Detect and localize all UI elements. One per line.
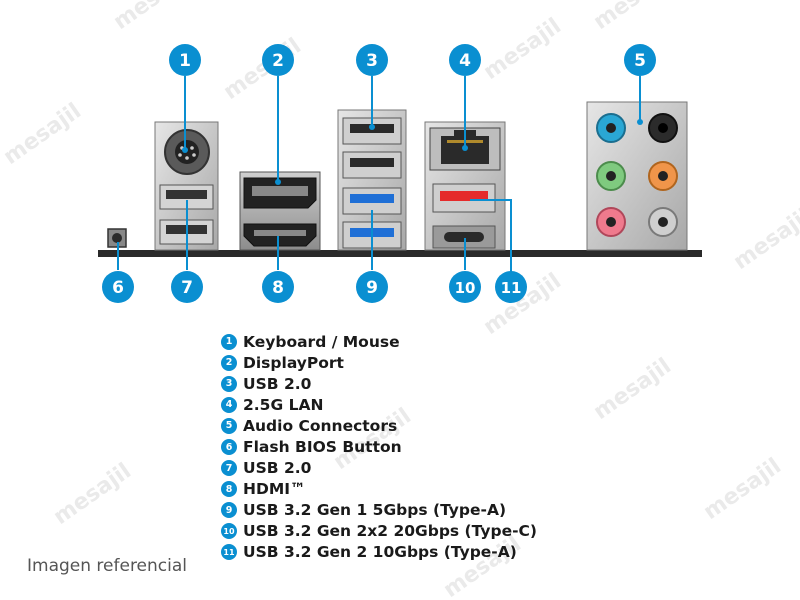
legend-item: 10 USB 3.2 Gen 2x2 20Gbps (Type-C) <box>221 521 537 542</box>
callout-badge-5: 5 <box>624 44 656 76</box>
callout-badge-circle <box>169 44 201 76</box>
callout-badge-circle <box>356 271 388 303</box>
callout-badge-11: 11 <box>495 271 527 303</box>
legend-label: USB 2.0 <box>243 374 312 393</box>
legend-item: 6 Flash BIOS Button <box>221 436 537 457</box>
callout-badge-8: 8 <box>262 271 294 303</box>
legend-item: 8 HDMI™ <box>221 479 537 500</box>
legend-item: 9 USB 3.2 Gen 1 5Gbps (Type-A) <box>221 500 537 521</box>
callout-badge-number: 1 <box>179 51 191 71</box>
legend-number-badge: 7 <box>221 460 237 477</box>
legend-label: USB 3.2 Gen 2x2 20Gbps (Type-C) <box>243 522 537 541</box>
callout-badges: 1 2 3 4 5 6 7 8 9 10 11 <box>102 44 656 303</box>
watermark-text: mesajil <box>729 204 800 275</box>
callout-badge-4: 4 <box>449 44 481 76</box>
callout-badge-number: 9 <box>366 278 378 298</box>
legend-item: 2 DisplayPort <box>221 352 537 373</box>
watermark-text: mesajil <box>219 34 306 105</box>
legend-number-badge: 2 <box>221 354 237 371</box>
callout-badge-number: 3 <box>366 51 378 71</box>
callout-badge-number: 11 <box>501 279 522 297</box>
callout-badge-2: 2 <box>262 44 294 76</box>
legend-label: HDMI™ <box>243 480 306 499</box>
callout-badge-circle <box>262 271 294 303</box>
legend-number-badge: 6 <box>221 439 237 456</box>
legend-item: 7 USB 2.0 <box>221 458 537 479</box>
callout-badge-number: 10 <box>455 279 476 297</box>
legend-number-badge: 8 <box>221 481 237 498</box>
legend-item: 1 Keyboard / Mouse <box>221 331 537 352</box>
watermark-text: mesajil <box>589 354 676 425</box>
legend-number-badge: 3 <box>221 375 237 392</box>
legend-label: 2.5G LAN <box>243 395 324 414</box>
callout-badge-7: 7 <box>171 271 203 303</box>
watermark-text: mesajil <box>109 0 196 35</box>
leader-lines <box>117 76 641 272</box>
legend-label: Audio Connectors <box>243 416 398 435</box>
watermark-text: mesajil <box>479 14 566 85</box>
legend-item: 5 Audio Connectors <box>221 415 537 436</box>
callout-badge-9: 9 <box>356 271 388 303</box>
callout-badge-circle <box>495 271 527 303</box>
legend-item: 11 USB 3.2 Gen 2 10Gbps (Type-A) <box>221 542 537 563</box>
watermark-text: mesajil <box>49 459 136 530</box>
watermark-text: mesajil <box>699 454 786 525</box>
callout-badge-circle <box>356 44 388 76</box>
legend-number-badge: 11 <box>221 544 237 561</box>
legend-number-badge: 5 <box>221 417 237 434</box>
legend-number-badge: 4 <box>221 396 237 413</box>
callout-badge-circle <box>171 271 203 303</box>
legend-item: 4 2.5G LAN <box>221 394 537 415</box>
legend-label: DisplayPort <box>243 353 344 372</box>
io-rail <box>98 250 702 257</box>
watermark-text: mesajil <box>0 99 86 170</box>
legend-number-badge: 10 <box>221 523 237 540</box>
callout-badge-10: 10 <box>449 271 481 303</box>
callout-badge-3: 3 <box>356 44 388 76</box>
watermark-text: mesajil <box>589 0 676 35</box>
dp-hdmi-stack <box>239 171 321 251</box>
callout-badge-6: 6 <box>102 271 134 303</box>
callout-badge-number: 8 <box>272 278 284 298</box>
caption: Imagen referencial <box>27 556 187 576</box>
callout-badge-circle <box>102 271 134 303</box>
legend-label: Keyboard / Mouse <box>243 332 400 351</box>
legend-label: USB 3.2 Gen 1 5Gbps (Type-A) <box>243 501 507 520</box>
legend-number-badge: 9 <box>221 502 237 519</box>
callout-badge-number: 4 <box>459 51 471 71</box>
legend-label: USB 2.0 <box>243 459 312 478</box>
callout-badge-circle <box>449 44 481 76</box>
legend-label: USB 3.2 Gen 2 10Gbps (Type-A) <box>243 543 517 562</box>
callout-badge-circle <box>449 271 481 303</box>
callout-badge-number: 7 <box>181 278 193 298</box>
audio-jacks <box>586 101 688 251</box>
legend-number-badge: 1 <box>221 333 237 350</box>
callout-badge-1: 1 <box>169 44 201 76</box>
callout-badge-circle <box>262 44 294 76</box>
callout-badge-number: 2 <box>272 51 284 71</box>
legend-label: Flash BIOS Button <box>243 438 402 457</box>
leader-dots <box>182 119 643 185</box>
callout-badge-circle <box>624 44 656 76</box>
callout-badge-number: 6 <box>112 278 124 298</box>
callout-badge-number: 5 <box>634 51 646 71</box>
legend-item: 3 USB 2.0 <box>221 373 537 394</box>
